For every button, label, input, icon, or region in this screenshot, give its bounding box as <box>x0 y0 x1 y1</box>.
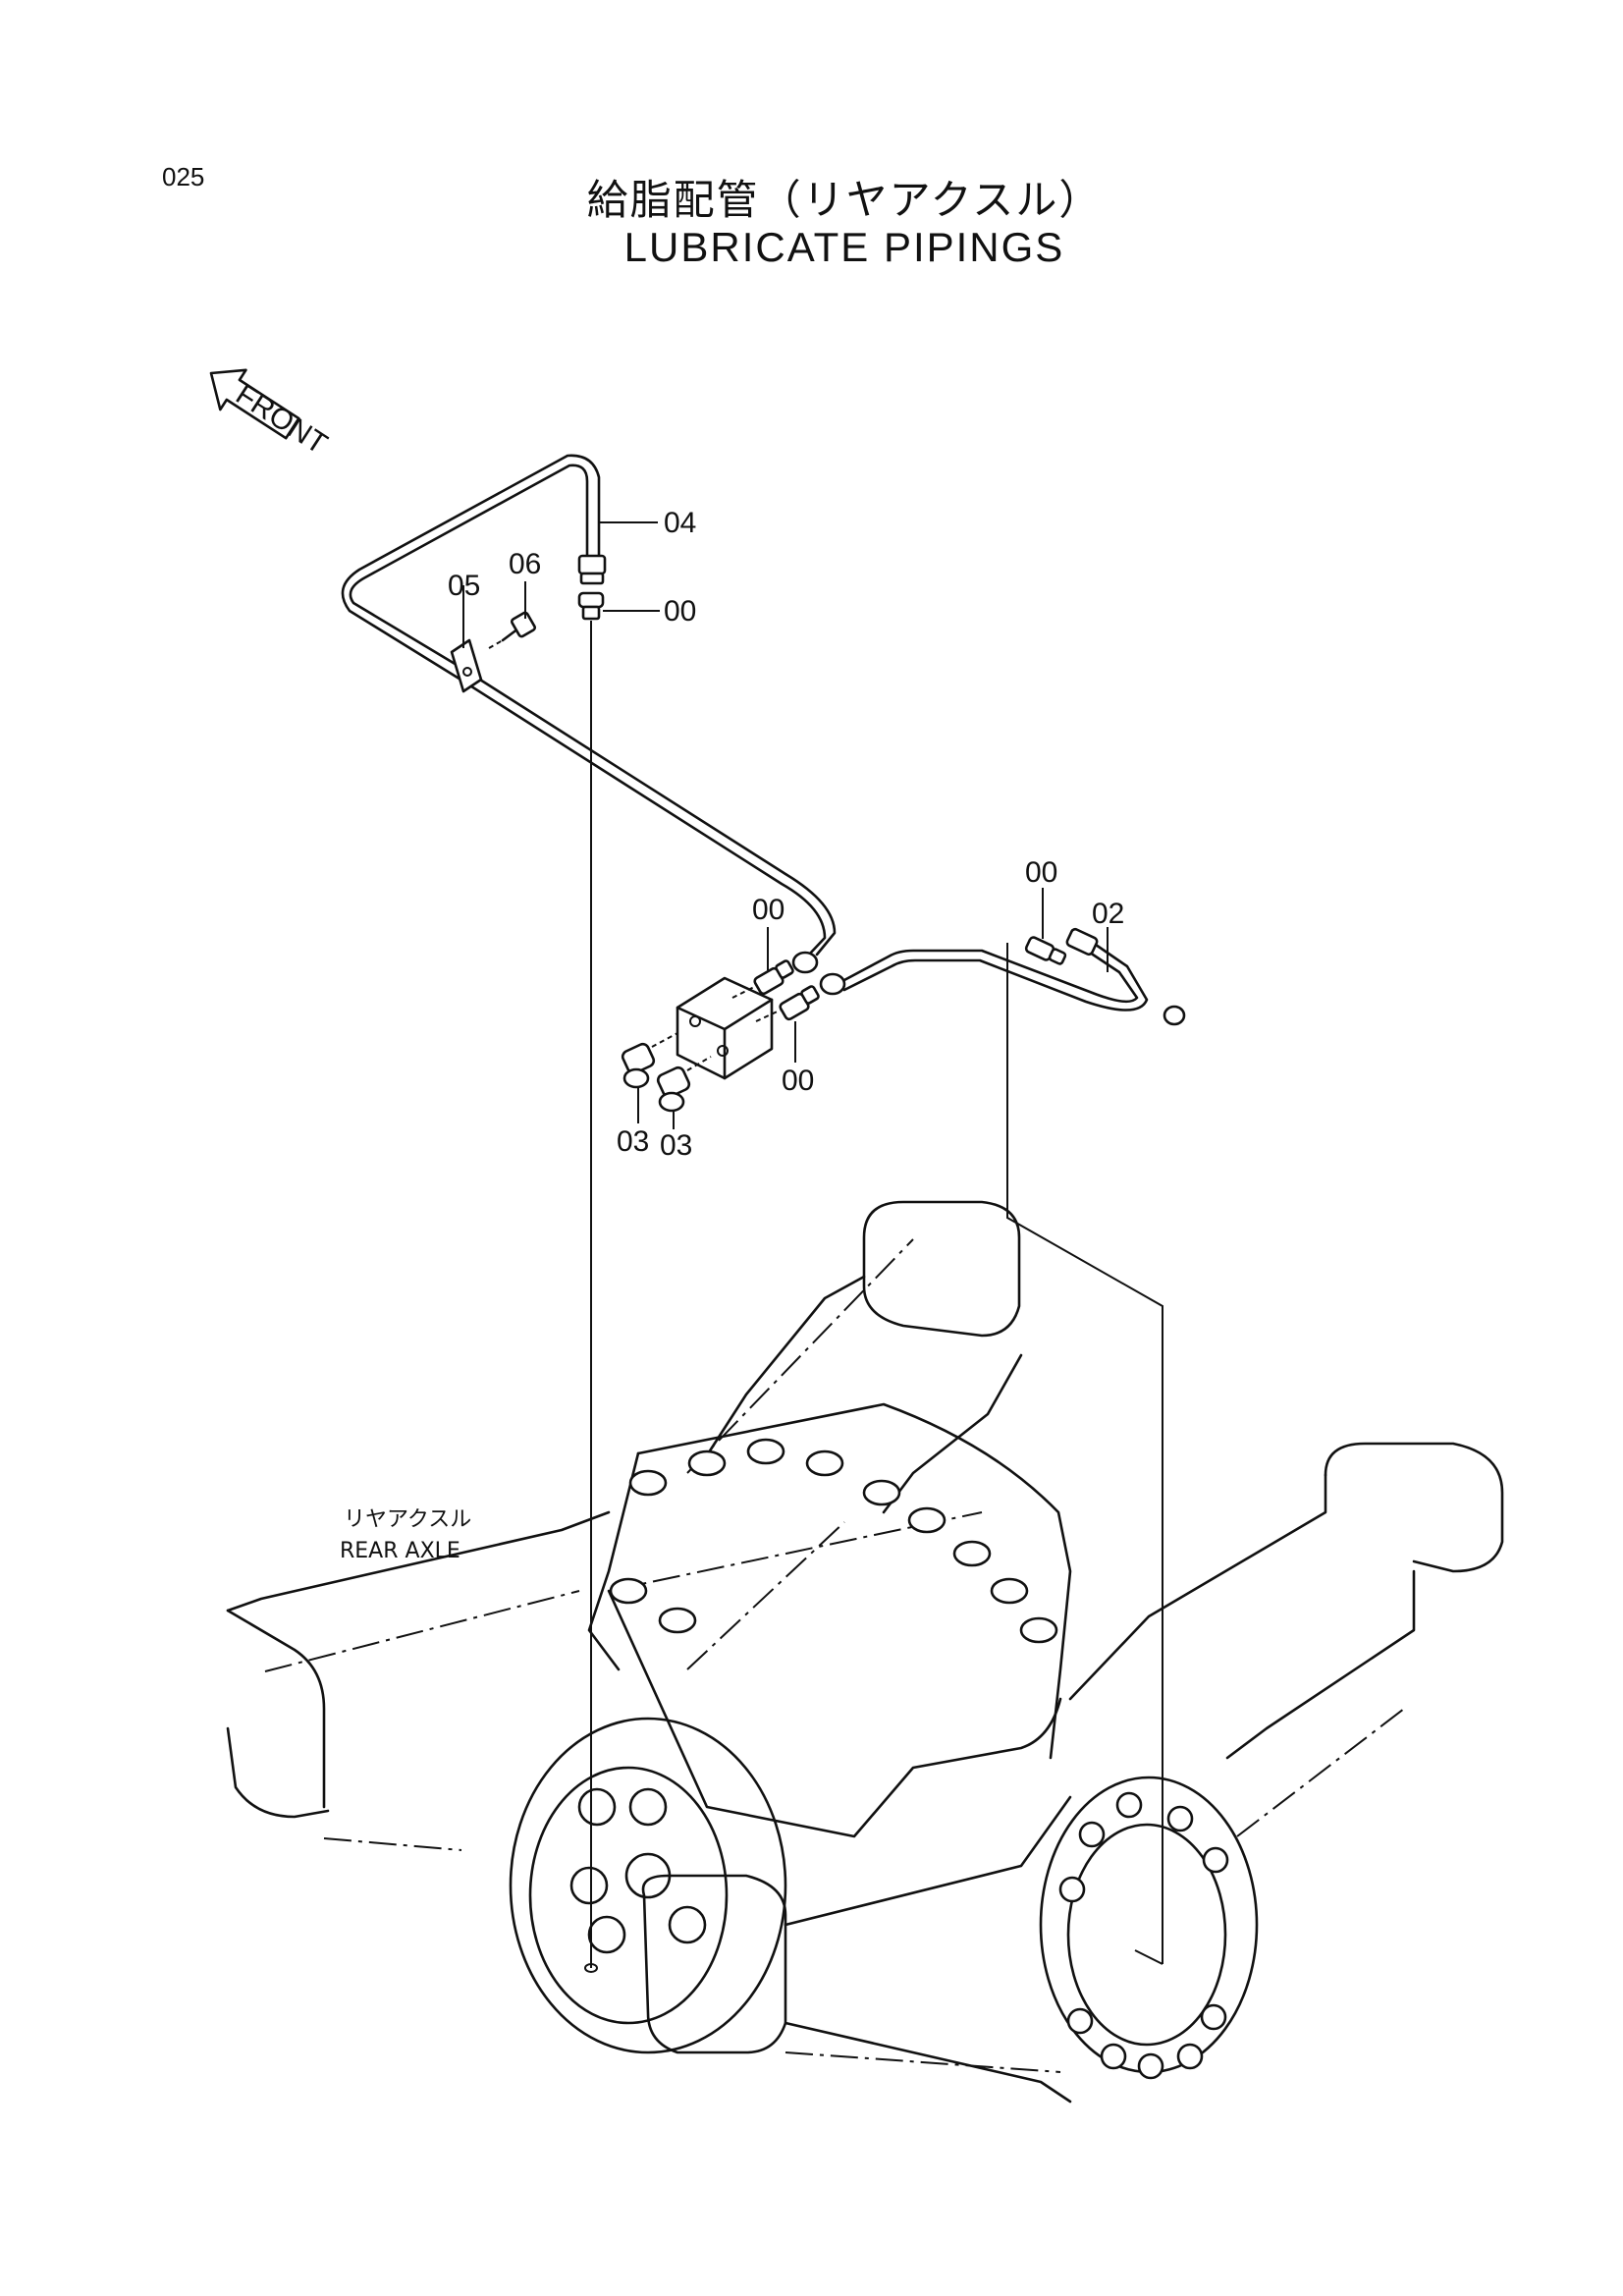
callout-02: 02 <box>1092 898 1124 930</box>
pipe-02-nut <box>1065 927 1099 957</box>
elbow-fitting-03-left <box>621 1032 678 1089</box>
callout-00-mid-right: 00 <box>782 1065 814 1097</box>
assembly-label-en: REAR AXLE <box>340 1539 460 1563</box>
title-english: LUBRICATE PIPINGS <box>623 224 1065 270</box>
callout-05: 05 <box>448 570 480 602</box>
nut-upper <box>791 951 819 974</box>
bolt-06 <box>488 611 536 649</box>
nut-lower <box>819 972 846 996</box>
rear-axle-assembly <box>226 1200 1504 2104</box>
callout-leaders <box>462 521 1109 1129</box>
grease-pipe-02 <box>842 927 1186 1026</box>
grease-pipe-04 <box>341 454 837 957</box>
grease-fitting-00-mid-left <box>731 959 794 999</box>
flange-bolts-top <box>609 1438 1058 1644</box>
pipe-04-nut <box>577 554 607 575</box>
callout-04: 04 <box>664 507 696 539</box>
title-japanese: 給脂配管（リヤアクスル） <box>586 176 1103 224</box>
callout-03-left: 03 <box>617 1125 649 1158</box>
callout-03-right: 03 <box>660 1129 692 1162</box>
callout-00-mid-left: 00 <box>752 894 784 926</box>
front-arrow-label: FRONT <box>230 378 333 461</box>
clamp-05 <box>450 638 483 693</box>
left-wheel-hub <box>509 1717 787 2054</box>
distribution-block <box>676 976 774 1080</box>
callout-06: 06 <box>509 548 541 580</box>
front-arrow-icon: FRONT <box>209 368 333 461</box>
grease-fitting-00-right <box>1024 936 1067 965</box>
grease-fitting-00-top <box>577 591 605 1968</box>
callout-00-top: 00 <box>664 595 696 628</box>
grease-point-left <box>584 1963 598 1973</box>
assembly-label-jp: リヤアクスル <box>344 1507 471 1532</box>
routing-line-right <box>1006 943 1163 1964</box>
grease-fitting-00-mid-right <box>755 985 820 1022</box>
callout-00-right: 00 <box>1025 856 1057 889</box>
page-number: 025 <box>162 162 205 191</box>
elbow-fitting-03-right <box>656 1056 712 1113</box>
flange-bolts-right <box>1058 1791 1229 2080</box>
